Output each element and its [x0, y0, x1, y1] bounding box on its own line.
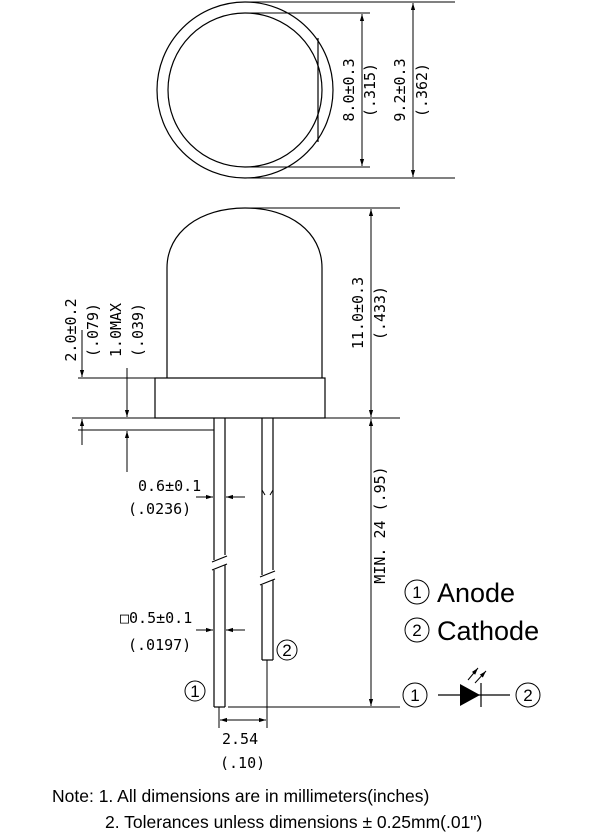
body-height-inch: (.433) [371, 286, 389, 340]
lead-spacing-mm: 2.54 [222, 730, 258, 748]
lead-spacing-inch: (.10) [220, 754, 265, 772]
standoff-mm: 1.0MAX [107, 303, 125, 357]
legend-cathode-number: 2 [412, 621, 421, 640]
legend-cathode-label: Cathode [437, 616, 539, 646]
lead-square-mm: □0.5±0.1 [120, 609, 192, 627]
lead-anode [211, 418, 228, 708]
led-flange [154, 377, 326, 419]
symbol-left-circle [402, 682, 428, 708]
led-schematic-symbol: 1 2 [402, 667, 541, 708]
body-height-mm: 11.0±0.3 [349, 277, 367, 349]
emission-arrow-icon [474, 670, 487, 684]
outer-diameter-mm: 9.2±0.3 [391, 58, 409, 121]
led-dome [166, 207, 323, 378]
side-view: 11.0±0.3 (.433) MIN. 24 (.95) 2.0±0.2 (.… [62, 207, 400, 772]
lead-square-inch: (.0197) [128, 636, 191, 654]
outer-diameter-inch: (.362) [413, 63, 431, 117]
diode-triangle-icon [460, 684, 480, 706]
inner-diameter-inch: (.315) [361, 63, 379, 117]
legend-anode-number: 1 [412, 583, 421, 602]
pin1-marker-circle [184, 680, 206, 702]
inner-diameter-mm: 8.0±0.3 [340, 58, 358, 121]
lead-width-mm: 0.6±0.1 [138, 477, 201, 495]
flange-height-mm: 2.0±0.2 [62, 298, 80, 361]
emission-arrow-icon [467, 667, 479, 681]
notes: Note: 1. All dimensions are in millimete… [52, 786, 482, 832]
symbol-right-number: 2 [523, 686, 532, 705]
top-inner-circle [167, 12, 323, 168]
top-view: 8.0±0.3 (.315) 9.2±0.3 (.362) [156, 1, 455, 179]
pin2-marker-circle [276, 639, 298, 661]
note-line-1: Note: 1. All dimensions are in millimete… [52, 786, 429, 806]
top-outer-circle [156, 1, 334, 179]
symbol-left-number: 1 [410, 686, 419, 705]
flange-height-inch: (.079) [84, 303, 102, 357]
standoff-inch: (.039) [129, 303, 147, 357]
lead-cathode [259, 418, 276, 661]
legend-cathode-circle [404, 617, 430, 643]
lead-length-text: MIN. 24 (.95) [371, 466, 389, 583]
note-line-2: 2. Tolerances unless dimensions ± 0.25mm… [105, 812, 482, 832]
symbol-right-circle [515, 682, 541, 708]
pin-legend: 1 Anode 2 Cathode [404, 578, 539, 646]
pin2-marker-number: 2 [282, 641, 291, 660]
legend-anode-circle [404, 579, 430, 605]
lead-width-inch: (.0236) [128, 500, 191, 518]
pin1-marker-number: 1 [190, 682, 199, 701]
legend-anode-label: Anode [437, 578, 515, 608]
